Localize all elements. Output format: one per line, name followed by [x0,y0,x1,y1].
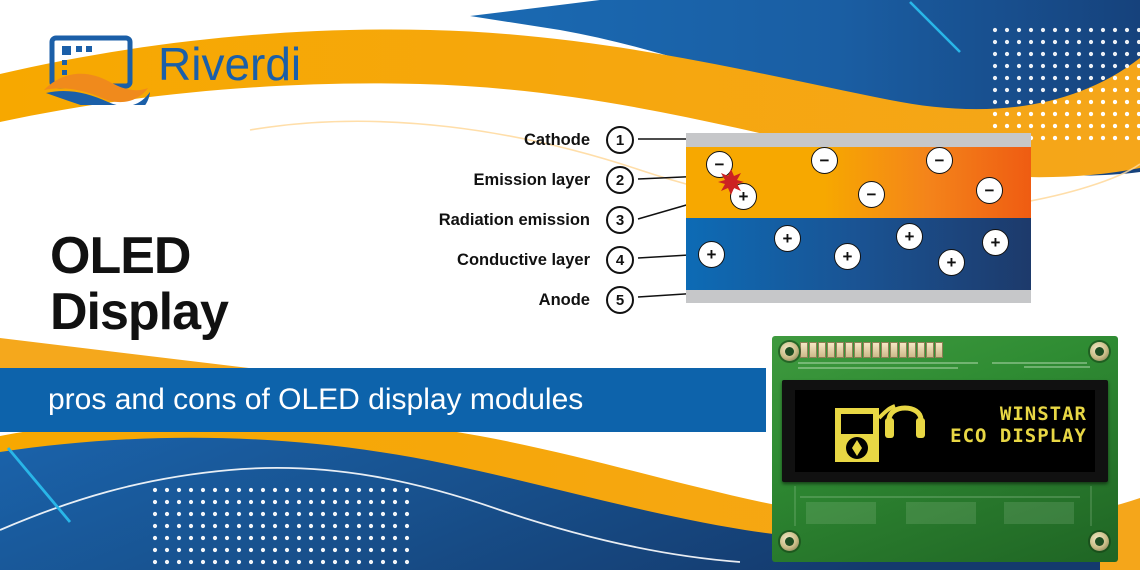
diagram-label-list: Cathode Emission layer Radiation emissio… [300,120,590,320]
page-title-line2: Display [50,283,229,342]
diagram-badge-4: 4 [606,246,634,274]
orange-triangle-accent [0,338,265,370]
oled-stack-diagram: − − − − − + + + + + + + [686,133,1031,303]
mounting-hole [780,342,799,361]
diagram-label-5: Anode [538,290,590,309]
diagram-label-3: Radiation emission [438,210,590,229]
connector-pin-row [800,342,960,358]
cyan-diagonal-line-bottom [6,447,72,523]
electron-charge: − [706,151,733,178]
mounting-hole [1090,532,1109,551]
anode-layer [686,290,1031,303]
diagram-label-2: Emission layer [473,170,590,189]
badge-row-1: 1 [602,120,638,160]
cathode-layer [686,133,1031,147]
page-title: OLED Display [50,228,380,340]
diagram-label-1: Cathode [524,130,590,149]
badge-row-4: 4 [602,240,638,280]
hole-charge: + [698,241,725,268]
mounting-hole [780,532,799,551]
diagram-badge-3: 3 [606,206,634,234]
badge-row-2: 2 [602,160,638,200]
radiation-emission-spark-icon [718,169,744,195]
screen-line-2: ECO DISPLAY [950,424,1087,447]
hole-charge: + [774,225,801,252]
subtitle-banner-text: pros and cons of OLED display modules [48,383,584,416]
riverdi-logo-icon: Riverdi [44,35,301,105]
hole-charge: + [896,223,923,250]
diagram-badge-list: 1 2 3 4 5 [602,120,638,320]
dot-grid-bottom-blue [152,487,410,565]
diagram-badge-1: 1 [606,126,634,154]
hole-charge: + [834,243,861,270]
badge-row-5: 5 [602,280,638,320]
oled-display-module: WINSTAR ECO DISPLAY [772,336,1118,562]
badge-row-3: 3 [602,200,638,240]
media-player-headphones-icon [835,404,925,462]
diagram-badge-5: 5 [606,286,634,314]
diagram-badge-2: 2 [606,166,634,194]
screen-line-1: WINSTAR [999,403,1087,425]
electron-charge: − [926,147,953,174]
electron-charge: − [858,181,885,208]
svg-text:Riverdi: Riverdi [158,38,301,90]
riverdi-logo[interactable]: Riverdi [40,30,340,105]
mounting-hole [1090,342,1109,361]
cyan-diagonal-line-top [909,1,961,53]
electron-charge: − [811,147,838,174]
bottom-accent-curve [0,467,741,563]
display-screen-text: WINSTAR ECO DISPLAY [950,403,1087,448]
hole-charge: + [982,229,1009,256]
display-screen: WINSTAR ECO DISPLAY [795,390,1095,472]
hole-charge: + [730,183,757,210]
hole-charge: + [938,249,965,276]
subtitle-banner: pros and cons of OLED display modules [0,368,766,432]
electron-charge: − [976,177,1003,204]
page-title-line1: OLED [50,227,191,285]
diagram-label-4: Conductive layer [457,250,590,269]
